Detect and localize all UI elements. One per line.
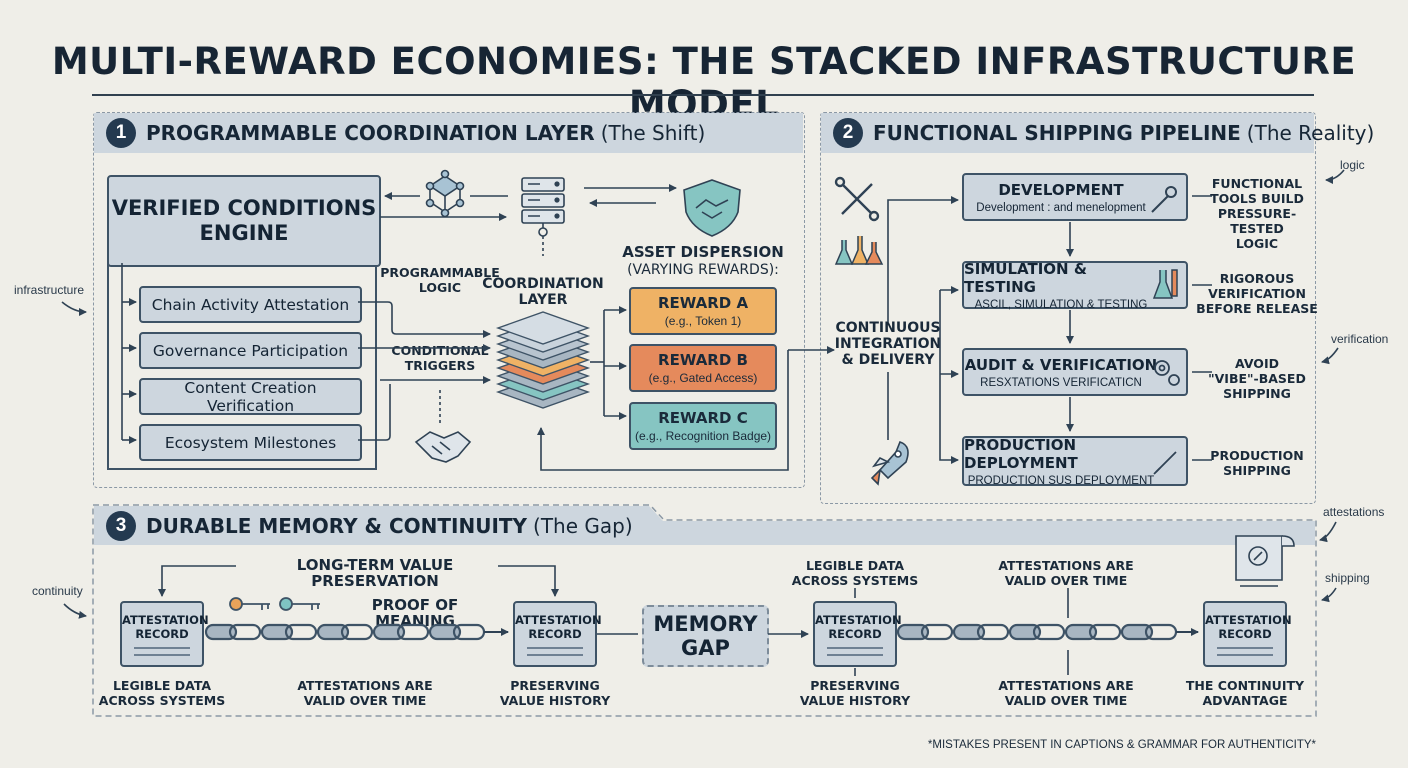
record-4-label: ATTESTATION RECORD xyxy=(1205,613,1292,641)
gear-icon xyxy=(1154,360,1180,386)
step-production-title: PRODUCTION DEPLOYMENT xyxy=(964,435,1078,472)
note-audit: AVOID "VIBE"-BASED SHIPPING xyxy=(1208,356,1306,401)
reward-b-sub: (e.g., Gated Access) xyxy=(648,371,758,385)
side-note-infrastructure: infrastructure xyxy=(14,283,85,297)
attestation-record-3: ATTESTATION RECORD xyxy=(813,601,902,667)
reward-b-card: REWARD B (e.g., Gated Access) xyxy=(629,344,777,392)
caption-preserving-history-1: PRESERVING VALUE HISTORY xyxy=(499,678,611,708)
section1-panel xyxy=(93,112,805,488)
flask-icon xyxy=(1152,269,1178,299)
condition-ecosystem-milestones: Ecosystem Milestones xyxy=(139,424,362,461)
step-simulation-sub: ASCIL, SIMULATION & TESTING xyxy=(974,298,1148,311)
layers-icon xyxy=(495,311,591,409)
memory-gap-box: MEMORY GAP xyxy=(642,605,769,667)
caption-preserving-history-2: PRESERVING VALUE HISTORY xyxy=(799,678,911,708)
key-icon xyxy=(229,597,320,611)
handshake-shield-icon xyxy=(683,179,741,237)
handshake-icon xyxy=(414,431,472,463)
side-note-verification: verification xyxy=(1331,332,1389,346)
note-development: FUNCTIONAL TOOLS BUILD PRESSURE-TESTED L… xyxy=(1210,176,1304,251)
attestation-record-2: ATTESTATION RECORD xyxy=(513,601,602,667)
coordination-layer-label: COORDINATION LAYER xyxy=(482,276,604,308)
section1-subtitle: (The Shift) xyxy=(600,121,706,145)
step-audit-title: AUDIT & VERIFICATION xyxy=(964,355,1158,374)
section3-title: DURABLE MEMORY & CONTINUITY xyxy=(146,514,528,538)
side-note-attestations: attestations xyxy=(1323,505,1385,519)
reward-a-card: REWARD A (e.g., Token 1) xyxy=(629,287,777,335)
asset-dispersion-label: ASSET DISPERSION xyxy=(622,243,784,261)
section1-title: PROGRAMMABLE COORDINATION LAYER xyxy=(146,121,595,145)
varying-rewards-label: (VARYING REWARDS): xyxy=(627,262,779,278)
record-3-label: ATTESTATION RECORD xyxy=(815,613,902,641)
section1-header: 1 PROGRAMMABLE COORDINATION LAYER (The S… xyxy=(94,113,803,153)
tools-icon xyxy=(834,176,880,222)
condition-governance: Governance Participation xyxy=(139,332,362,369)
step-audit: AUDIT & VERIFICATION RESXTATIONS VERIFIC… xyxy=(962,348,1188,396)
step-development-sub: Development : and menelopment xyxy=(976,201,1146,214)
section2-number: 2 xyxy=(833,118,863,148)
verified-conditions-engine: VERIFIED CONDITIONS ENGINE xyxy=(107,175,381,267)
server-icon xyxy=(521,177,565,237)
engine-container xyxy=(107,262,377,470)
section2-title: FUNCTIONAL SHIPPING PIPELINE xyxy=(873,121,1241,145)
caption-valid-over-time-1: ATTESTATIONS ARE VALID OVER TIME xyxy=(297,678,433,708)
reward-c-sub: (e.g., Recognition Badge) xyxy=(634,429,772,443)
title-underline xyxy=(92,94,1314,96)
caption-legible-data-1: LEGIBLE DATA ACROSS SYSTEMS xyxy=(98,678,226,708)
footnote: *MISTAKES PRESENT IN CAPTIONS & GRAMMAR … xyxy=(927,739,1316,751)
reward-c-card: REWARD C (e.g., Recognition Badge) xyxy=(629,402,777,450)
caption-valid-over-time-3: ATTESTATIONS ARE VALID OVER TIME xyxy=(998,678,1134,708)
step-simulation: SIMULATION & TESTING ASCIL, SIMULATION &… xyxy=(962,259,1188,311)
section2-panel xyxy=(820,112,1316,504)
condition-chain-activity: Chain Activity Attestation xyxy=(139,286,362,323)
condition-content-creation: Content Creation Verification xyxy=(139,378,362,415)
note-simulation: RIGOROUS VERIFICATION BEFORE RELEASE xyxy=(1196,271,1318,316)
caption-legible-data-2: LEGIBLE DATA ACROSS SYSTEMS xyxy=(791,558,919,588)
reward-b-title: REWARD B xyxy=(658,351,748,369)
network-icon xyxy=(425,169,465,218)
engine-line2: ENGINE xyxy=(199,221,289,245)
rocket-icon xyxy=(870,441,909,486)
wrench-icon xyxy=(1151,186,1177,213)
certificate-scroll-icon xyxy=(1235,535,1295,587)
conditional-triggers-label: CONDITIONAL TRIGGERS xyxy=(391,343,489,373)
chain-icon xyxy=(204,623,486,641)
side-note-logic: logic xyxy=(1340,158,1365,172)
page-title: MULTI-REWARD ECONOMIES: THE STACKED INFR… xyxy=(51,40,1357,126)
flask-icon xyxy=(834,236,884,265)
attestation-record-4: ATTESTATION RECORD xyxy=(1203,601,1292,667)
engine-line1: VERIFIED CONDITIONS xyxy=(111,196,377,220)
caption-continuity-advantage: THE CONTINUITY ADVANTAGE xyxy=(1185,678,1305,708)
attestation-record-1: ATTESTATION RECORD xyxy=(120,601,209,667)
step-development: DEVELOPMENT Development : and menelopmen… xyxy=(962,173,1188,221)
step-development-title: DEVELOPMENT xyxy=(998,180,1124,199)
section1-number: 1 xyxy=(106,118,136,148)
pen-icon xyxy=(1153,451,1177,475)
step-production-sub: PRODUCTION SUS DEPLOYMENT xyxy=(967,474,1155,487)
ci-cd-label: CONTINUOUS INTEGRATION & DELIVERY xyxy=(834,320,942,368)
record-1-label: ATTESTATION RECORD xyxy=(122,613,209,641)
note-production: PRODUCTION SHIPPING xyxy=(1210,448,1304,478)
caption-valid-over-time-2: ATTESTATIONS ARE VALID OVER TIME xyxy=(998,558,1134,588)
step-production: PRODUCTION DEPLOYMENT PRODUCTION SUS DEP… xyxy=(962,435,1188,487)
long-term-value-label: LONG-TERM VALUE PRESERVATION xyxy=(296,556,454,590)
side-note-continuity: continuity xyxy=(32,584,83,598)
section3-number: 3 xyxy=(106,511,136,541)
reward-a-title: REWARD A xyxy=(657,294,749,312)
programmable-logic-label: PROGRAMMABLE LOGIC xyxy=(380,265,500,295)
step-simulation-title: SIMULATION & TESTING xyxy=(964,259,1087,296)
section3-header: 3 DURABLE MEMORY & CONTINUITY (The Gap) xyxy=(94,507,633,545)
record-2-label: ATTESTATION RECORD xyxy=(515,613,602,641)
section2-header: 2 FUNCTIONAL SHIPPING PIPELINE (The Real… xyxy=(821,113,1374,153)
section2-subtitle: (The Reality) xyxy=(1246,121,1375,145)
reward-a-sub: (e.g., Token 1) xyxy=(664,314,742,328)
step-audit-sub: RESXTATIONS VERIFICATICN xyxy=(980,376,1142,389)
side-note-shipping: shipping xyxy=(1325,571,1370,585)
section3-subtitle: (The Gap) xyxy=(533,514,633,538)
reward-c-title: REWARD C xyxy=(658,409,748,427)
